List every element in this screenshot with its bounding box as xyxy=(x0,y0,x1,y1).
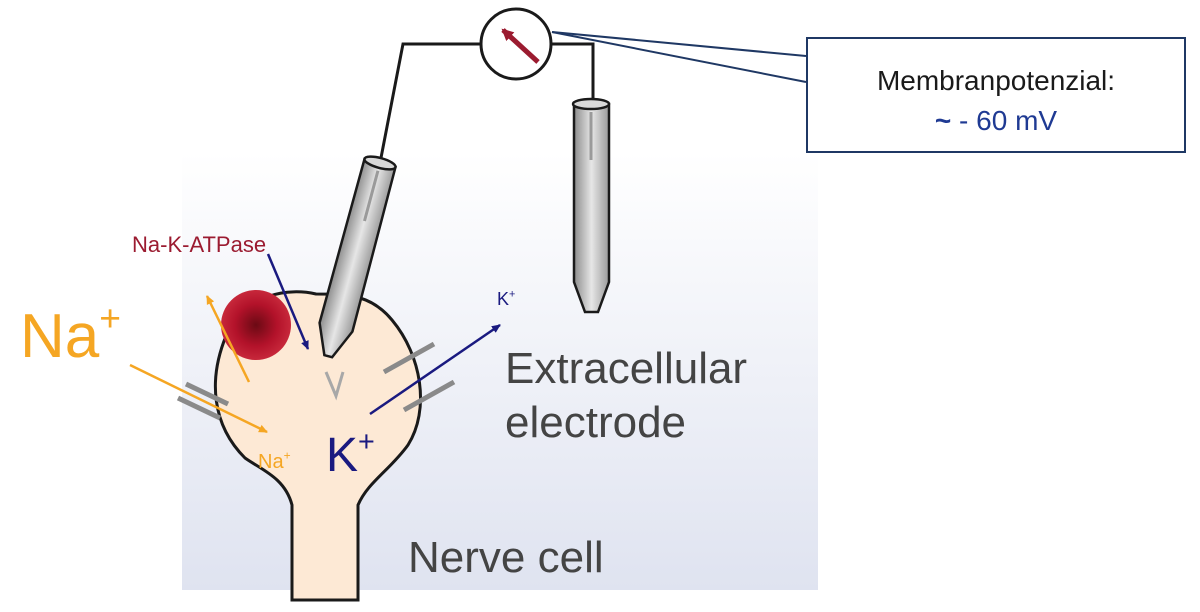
sodium-pump-outflow-arrow xyxy=(205,295,251,383)
intracellular-electrode xyxy=(318,155,397,359)
electrode-label-line-2: electrode xyxy=(505,398,687,447)
potassium-inside-symbol: K xyxy=(326,429,359,482)
na-k-atpase-pump xyxy=(221,290,291,360)
extracellular-electrode xyxy=(571,97,611,314)
voltmeter xyxy=(479,7,553,81)
voltmeter-wire-left xyxy=(378,42,480,164)
electrode-label-line-1: Extracellular xyxy=(505,344,748,393)
callout-pointer xyxy=(551,31,807,83)
membrane-potential-number: - 60 mV xyxy=(959,105,1058,136)
potassium-outside-label: K+ xyxy=(497,288,516,309)
potassium-outside-charge: + xyxy=(509,288,516,301)
potassium-channel xyxy=(382,341,456,413)
sodium-inside-label: Na+ xyxy=(258,448,291,473)
voltmeter-needle xyxy=(501,28,540,64)
potassium-outflow-arrow xyxy=(369,323,501,416)
potassium-inside-label: K+ xyxy=(326,427,375,482)
sodium-outside-charge: + xyxy=(99,296,121,339)
voltmeter-wire-right xyxy=(551,42,595,102)
electrode-tip-in-cell xyxy=(324,371,345,401)
sodium-outside-symbol: Na xyxy=(20,302,100,371)
nerve-cell-label: Nerve cell xyxy=(408,533,604,582)
sodium-inflow-arrow xyxy=(129,363,268,434)
approx-symbol: ~ xyxy=(934,105,952,136)
nerve-cell-body xyxy=(213,290,422,602)
membrane-potential-title: Membranpotenzial: xyxy=(876,65,1116,96)
membrane-potential-callout: Membranpotenzial: ~ - 60 mV xyxy=(806,37,1186,153)
sodium-inside-charge: + xyxy=(283,448,291,463)
potassium-outside-symbol: K xyxy=(497,289,510,309)
membrane-potential-value: ~ - 60 mV xyxy=(808,105,1184,137)
sodium-channel xyxy=(176,381,230,421)
potassium-inside-charge: + xyxy=(358,425,375,458)
sodium-inside-symbol: Na xyxy=(258,451,284,473)
na-k-atpase-label: Na-K-ATPase xyxy=(132,232,267,257)
sodium-outside-label: Na+ xyxy=(20,299,121,368)
pump-pointer-arrow xyxy=(266,253,310,350)
